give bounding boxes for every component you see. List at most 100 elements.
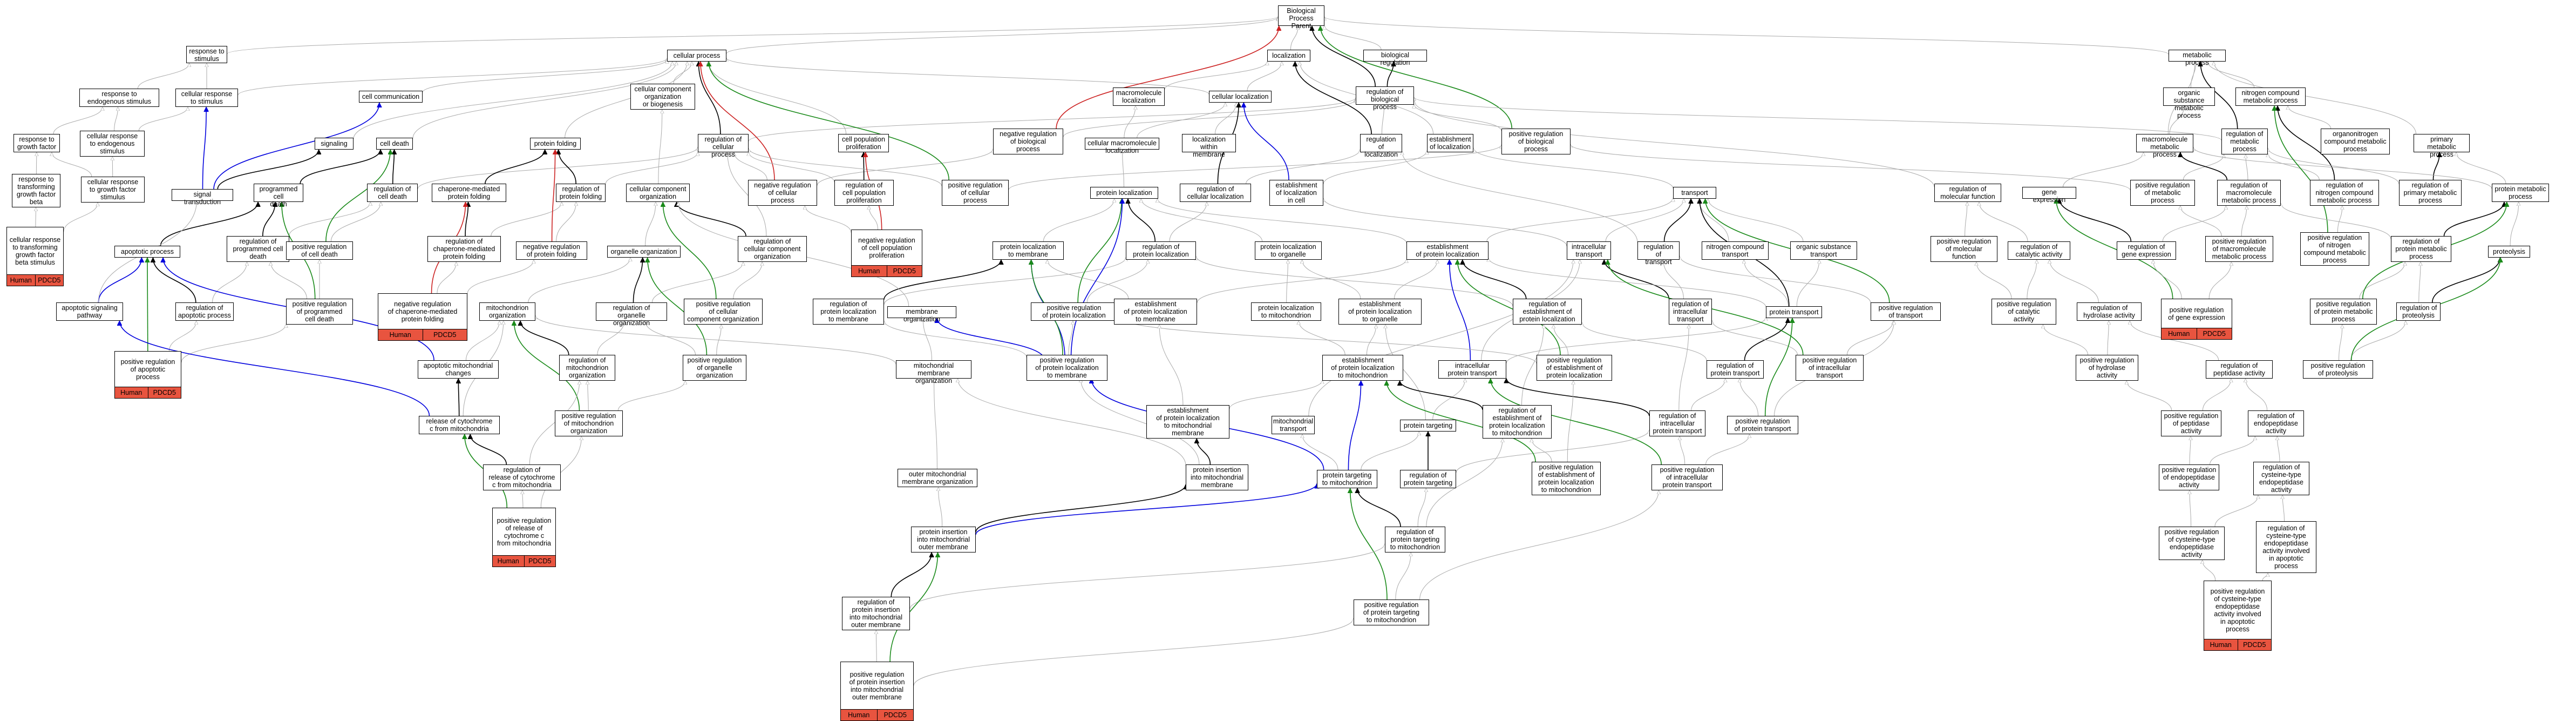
go-term-metab[interactable]: metabolic process <box>2169 50 2226 62</box>
go-term-pos-reg-endopeptidase[interactable]: positive regulation of endopeptidase act… <box>2159 464 2219 490</box>
go-term-pos-reg-est-prot-loc-mito[interactable]: positive regulation of establishment of … <box>1532 462 1601 495</box>
go-term-cell-comm[interactable]: cell communication <box>359 91 423 103</box>
go-term-primary-met[interactable]: primary metabolic process <box>2414 134 2470 152</box>
go-term-reg-cc-org[interactable]: regulation of cellular component organiz… <box>738 236 807 262</box>
go-term-neg-reg-prot-folding[interactable]: negative regulation of protein folding <box>516 241 587 260</box>
go-term-pos-reg-nitro-met[interactable]: positive regulation of nitrogen compound… <box>2300 232 2369 266</box>
go-term-pos-reg-cell-death[interactable]: positive regulation of cell death <box>286 241 353 260</box>
go-term-bp[interactable]: Biological Process Parent <box>1278 5 1324 26</box>
go-term-neg-reg-bio[interactable]: negative regulation of biological proces… <box>993 129 1063 154</box>
go-term-est-prot-loc-organelle[interactable]: establishment of protein localization to… <box>1338 299 1422 325</box>
go-term-reg-prot-insert-outer-mito[interactable]: regulation of protein insertion into mit… <box>842 597 910 630</box>
go-term-outer-mito-mem-org[interactable]: outer mitochondrial membrane organizatio… <box>898 469 977 487</box>
go-term-prot-insert-mito-mem[interactable]: protein insertion into mitochondrial mem… <box>1186 464 1248 490</box>
go-term-pos-reg-prot-transport[interactable]: positive regulation of protein transport <box>1727 416 1798 434</box>
go-term-cell-pop-prolif[interactable]: cell population proliferation <box>838 134 889 152</box>
go-term-reg-cys-endopeptidase-apop[interactable]: regulation of cysteine-type endopeptidas… <box>2256 521 2316 573</box>
go-term-intracell-prot-transport[interactable]: intracellular protein transport <box>1438 360 1506 379</box>
go-term-cell-resp-gf[interactable]: cellular response to growth factor stimu… <box>81 177 145 203</box>
go-term-reg-apop[interactable]: regulation of apoptotic process <box>175 302 234 321</box>
go-term-pos-reg-est-prot-loc[interactable]: positive regulation of establishment of … <box>1537 355 1612 381</box>
go-term-reg-prot-folding[interactable]: regulation of protein folding <box>556 184 606 202</box>
go-term-pos-reg-prot-loc-mem[interactable]: positive regulation of protein localizat… <box>1027 355 1107 381</box>
go-term-reg-mito-org[interactable]: regulation of mitochondrion organization <box>559 355 615 381</box>
go-term-pcd[interactable]: programmed cell death <box>254 184 303 202</box>
go-term-sig-trans[interactable]: signal transduction <box>172 189 233 201</box>
go-term-protein-folding[interactable]: protein folding <box>530 138 581 150</box>
go-term-membrane-org[interactable]: membrane organization <box>887 306 956 318</box>
go-term-reg-bio[interactable]: regulation of biological process <box>1356 86 1414 105</box>
go-term-reg-prot-targeting[interactable]: regulation of protein targeting <box>1400 470 1456 488</box>
go-term-reg-gene-expr[interactable]: regulation of gene expression <box>2117 241 2176 260</box>
go-term-resp-stim[interactable]: response to stimulus <box>186 46 227 63</box>
go-term-reg-intracell-prot-transport[interactable]: regulation of intracellular protein tran… <box>1649 410 1705 436</box>
go-term-reg-prot-loc[interactable]: regulation of protein localization <box>1126 241 1196 260</box>
go-term-est-loc-cell[interactable]: establishment of localization in cell <box>1269 180 1323 206</box>
go-term-prot-targeting-mito[interactable]: protein targeting to mitochondrion <box>1317 470 1377 488</box>
go-term-signaling[interactable]: signaling <box>315 138 354 150</box>
go-term-prot-loc-mito[interactable]: protein localization to mitochondrion <box>1251 302 1321 321</box>
go-term-reg-transport[interactable]: regulation of transport <box>1637 241 1680 260</box>
go-term-neg-reg-chap-folding[interactable]: negative regulation of chaperone-mediate… <box>378 293 467 341</box>
go-term-apop-mito-changes[interactable]: apoptotic mitochondrial changes <box>418 360 499 379</box>
go-term-cell-proc[interactable]: cellular process <box>667 50 726 62</box>
go-term-pos-reg-apop[interactable]: positive regulation of apoptotic process… <box>114 351 181 399</box>
go-term-cell-resp-tgfb[interactable]: cellular response to transforming growth… <box>6 227 64 286</box>
go-term-pos-reg-cat-act[interactable]: positive regulation of catalytic activit… <box>1992 299 2056 325</box>
go-term-organonitro-met[interactable]: organonitrogen compound metabolic proces… <box>2321 129 2390 154</box>
go-term-pos-reg-bio[interactable]: positive regulation of biological proces… <box>1501 129 1571 154</box>
go-term-nitro-met[interactable]: nitrogen compound metabolic process <box>2235 87 2306 106</box>
go-term-protein-transport[interactable]: protein transport <box>1766 306 1822 318</box>
go-term-reg-prot-transport[interactable]: regulation of protein transport <box>1707 360 1764 379</box>
go-term-reg-loc[interactable]: regulation of localization <box>1360 134 1402 152</box>
go-term-resp-endo[interactable]: response to endogenous stimulus <box>79 89 159 107</box>
go-term-reg-cell-death[interactable]: regulation of cell death <box>367 184 418 202</box>
go-term-prot-loc-organelle[interactable]: protein localization to organelle <box>1255 241 1322 260</box>
go-term-pos-reg-intracell-prot-transport[interactable]: positive regulation of intracellular pro… <box>1651 464 1723 490</box>
go-term-loc-within-mem[interactable]: localization within membrane <box>1182 134 1236 152</box>
go-term-reg-organelle-org[interactable]: regulation of organelle organization <box>596 302 667 321</box>
go-term-reg-chap-folding[interactable]: regulation of chaperone-mediated protein… <box>427 236 501 262</box>
go-term-est-prot-loc[interactable]: establishment of protein localization <box>1406 241 1488 260</box>
go-term-pos-reg-cc-org[interactable]: positive regulation of cellular componen… <box>684 299 763 325</box>
go-term-pos-reg-transport[interactable]: positive regulation of transport <box>1871 302 1941 321</box>
go-term-apoptotic[interactable]: apoptotic process <box>114 246 180 258</box>
go-term-pos-reg-peptidase[interactable]: positive regulation of peptidase activit… <box>2161 410 2221 436</box>
go-term-reg-pcd[interactable]: regulation of programmed cell death <box>227 236 289 262</box>
go-term-transport[interactable]: transport <box>1673 187 1716 199</box>
go-term-pos-reg-intracell-transport[interactable]: positive regulation of intracellular tra… <box>1796 355 1864 381</box>
go-term-reg-macro-met[interactable]: regulation of macromolecule metabolic pr… <box>2217 180 2281 206</box>
go-term-apop-sig[interactable]: apoptotic signaling pathway <box>56 302 123 321</box>
go-term-reg-cell-loc[interactable]: regulation of cellular localization <box>1180 184 1251 202</box>
go-term-intracell-transport[interactable]: intracellular transport <box>1567 241 1611 260</box>
go-term-cc-org-bio[interactable]: cellular component organization or bioge… <box>630 84 695 110</box>
go-term-pos-reg-met[interactable]: positive regulation of metabolic process <box>2130 180 2195 206</box>
go-term-reg-cys-endopeptidase[interactable]: regulation of cysteine-type endopeptidas… <box>2253 462 2309 495</box>
go-term-cell-resp-endo[interactable]: cellular response to endogenous stimulus <box>80 131 145 157</box>
go-term-reg-est-prot-loc[interactable]: regulation of establishment of protein l… <box>1513 299 1582 325</box>
go-term-prot-targeting[interactable]: protein targeting <box>1400 420 1456 432</box>
go-term-reg-prot-loc-mem[interactable]: regulation of protein localization to me… <box>813 299 884 325</box>
go-term-cell-macro-loc[interactable]: cellular macromolecule localization <box>1085 138 1159 150</box>
go-term-pos-reg-release-cytc[interactable]: positive regulation of release of cytoch… <box>492 508 556 567</box>
go-term-nitro-transport[interactable]: nitrogen compound transport <box>1702 241 1769 260</box>
go-term-neg-reg-cell-pop[interactable]: negative regulation of cell population p… <box>851 230 922 277</box>
go-term-pos-reg-prot-met[interactable]: positive regulation of protein metabolic… <box>2310 299 2377 325</box>
go-term-reg-cell-proc[interactable]: regulation of cellular process <box>698 134 749 152</box>
go-term-pos-reg-macro-met[interactable]: positive regulation of macromolecule met… <box>2205 236 2273 262</box>
go-term-org-sub-transport[interactable]: organic substance transport <box>1790 241 1857 260</box>
go-term-org-sub-met[interactable]: organic substance metabolic process <box>2163 87 2215 106</box>
go-term-pos-reg-mito-org[interactable]: positive regulation of mitochondrion org… <box>555 410 623 436</box>
go-term-est-loc[interactable]: establishment of localization <box>1427 134 1473 152</box>
go-term-reg-est-prot-loc-mito[interactable]: regulation of establishment of protein l… <box>1483 405 1552 439</box>
go-term-bio-reg[interactable]: biological regulation <box>1363 50 1427 62</box>
go-term-organelle-org[interactable]: organelle organization <box>607 246 681 258</box>
go-term-mito-org[interactable]: mitochondrion organization <box>479 302 535 321</box>
go-term-est-prot-loc-mem2[interactable]: establishment of protein localization to… <box>1146 405 1229 439</box>
go-term-pos-reg-prot-loc[interactable]: positive regulation of protein localizat… <box>1031 302 1117 321</box>
go-term-reg-cell-pop[interactable]: regulation of cell population proliferat… <box>834 180 894 206</box>
go-term-cell-death[interactable]: cell death <box>376 138 413 150</box>
go-term-reg-peptidase[interactable]: regulation of peptidase activity <box>2206 360 2273 379</box>
go-term-reg-intracell-transport[interactable]: regulation of intracellular transport <box>1669 299 1712 325</box>
